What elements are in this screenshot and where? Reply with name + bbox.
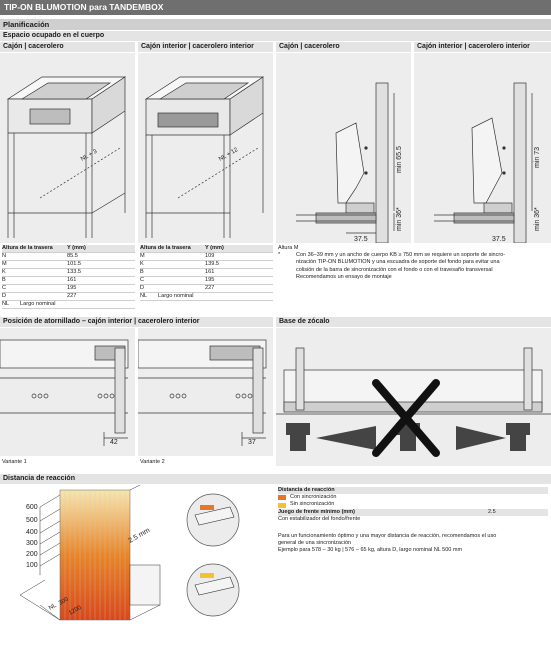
- y-tick-200: 200: [26, 551, 38, 558]
- table-cell: NL: [140, 293, 148, 299]
- dim-42: 42: [110, 439, 118, 446]
- table-cell: 133.5: [67, 269, 81, 275]
- legend-sin-label: Sin sincronización: [290, 501, 335, 508]
- note-block: Altura M * Con 36–39 mm y un ancho de cu…: [278, 245, 548, 281]
- y-tick-600: 600: [26, 504, 38, 511]
- legend-block: Distancia de reacción Con sincronización…: [278, 487, 548, 555]
- table-cell: 139.5: [205, 261, 219, 267]
- y-tick-500: 500: [26, 517, 38, 524]
- section-base: Base de zócalo: [276, 317, 551, 327]
- table-header: Altura de la trasera: [2, 245, 53, 251]
- dim-37: 37: [248, 439, 256, 446]
- section-diagram-2: min 73 min 36* 37.5: [414, 53, 551, 244]
- y-tick-400: 400: [26, 529, 38, 536]
- table-cell: 161: [205, 269, 215, 275]
- nl-label: NL: [48, 602, 58, 611]
- table-cell: M: [2, 261, 7, 267]
- note-line: colisión de la barra de sincronización c…: [296, 266, 493, 273]
- page-title: TIP-ON BLUMOTION para TANDEMBOX: [0, 0, 551, 15]
- table-cell: 101.5: [67, 261, 81, 267]
- react-note-line: Para un funcionamiento óptimo y una mayo…: [278, 533, 497, 540]
- legend-con-label: Con sincronización: [290, 494, 337, 501]
- table-cell: D: [2, 293, 7, 299]
- juego-label: Juego de frente mínimo (mm): [278, 508, 356, 515]
- table-header: Y (mm): [205, 245, 224, 251]
- table-header: Y (mm): [67, 245, 86, 251]
- dim-375a: 37.5: [354, 236, 368, 243]
- table-cell: 195: [205, 277, 215, 283]
- note-line: Con 36–39 mm y un ancho de cuerpo KB ≥ 7…: [296, 252, 506, 259]
- table-cell: K: [2, 269, 6, 275]
- y-tick-100: 100: [26, 562, 38, 569]
- table-cell: B: [2, 277, 6, 283]
- dim-min73: min 73: [534, 147, 541, 168]
- col-header-2: Cajón interior | cacerolero interior: [138, 42, 273, 52]
- dim-min655: min 65.5: [396, 146, 403, 173]
- table-cell: NL: [2, 301, 10, 307]
- table-header: Altura de la trasera: [140, 245, 191, 251]
- legend-con-swatch: [278, 495, 286, 501]
- table-cell: M: [140, 253, 145, 259]
- dim-min36b: min 36*: [534, 207, 541, 231]
- section-posicion: Posición de atornillado – cajón interior…: [0, 317, 273, 327]
- table-cell: 227: [67, 293, 77, 299]
- dim-375b: 37.5: [492, 236, 506, 243]
- table-cell: D: [140, 285, 145, 291]
- section-diagram-1: min 65.5 min 36* 37.5: [276, 53, 411, 244]
- variant-1-diagram: 42: [0, 328, 135, 456]
- note-asterisk: *: [278, 252, 281, 259]
- base-diagram: [276, 328, 551, 466]
- section-espacio: Espacio ocupado en el cuerpo: [0, 31, 551, 41]
- reaction-chart: 600 500 400 300 200 100 2.5 mm NL 300 12…: [0, 479, 273, 635]
- section-distancia: Distancia de reacción: [0, 474, 551, 484]
- note-line: Recomendamos un ensayo de montaje: [296, 273, 392, 280]
- note-line: nización TIP-ON BLUMOTION y una escuadra…: [296, 259, 500, 266]
- juego-value: 2.5: [488, 508, 496, 515]
- dim-25mm: 2.5 mm: [128, 527, 152, 545]
- table-cell: Largo nominal: [158, 293, 194, 299]
- estabilizador-label: Con estabilizador del fondo/frente: [278, 515, 361, 522]
- section-planificacion: Planificación: [0, 19, 551, 30]
- table-cell: K: [140, 261, 144, 267]
- react-note-line: general de una sincronización: [278, 540, 352, 547]
- variant-2-diagram: 37: [137, 328, 273, 456]
- col-header-3: Cajón | cacerolero: [276, 42, 411, 52]
- nl-300: 300: [58, 596, 70, 607]
- react-note-line: Ejemplo para 578 – 30 kg | 576 – 65 kg, …: [278, 547, 463, 554]
- table-cell: C: [2, 285, 7, 291]
- table-heights-2: Altura de la trasera Y (mm) M 109 K 139.5 B…: [140, 245, 273, 301]
- legend-title: Distancia de reacción: [278, 487, 548, 495]
- table-cell: 195: [67, 285, 77, 291]
- table-cell: C: [140, 277, 145, 283]
- dim-nl12: NL + 12: [218, 147, 240, 163]
- col-header-4: Cajón interior | cacerolero interior: [414, 42, 551, 52]
- variante-2-label: Variante 2: [140, 459, 165, 465]
- dim-min36a: min 36*: [396, 207, 403, 231]
- variante-1-label: Variante 1: [2, 459, 27, 465]
- table-cell: 227: [205, 285, 215, 291]
- col-header-1: Cajón | cacerolero: [0, 42, 135, 52]
- cabinet-diagram-2: NL + 12: [138, 53, 273, 243]
- table-cell: 109: [205, 253, 215, 259]
- legend-sin-swatch: [278, 502, 286, 508]
- table-cell: B: [140, 269, 144, 275]
- table-cell: N: [2, 253, 7, 259]
- table-cell: 85.5: [67, 253, 78, 259]
- table-cell: 161: [67, 277, 77, 283]
- altura-m-label: Altura M: [278, 245, 299, 251]
- y-tick-300: 300: [26, 540, 38, 547]
- dim-nl3: NL + 3: [80, 148, 99, 162]
- table-cell: Largo nominal: [20, 301, 56, 307]
- cabinet-diagram-1: NL + 3: [0, 53, 135, 243]
